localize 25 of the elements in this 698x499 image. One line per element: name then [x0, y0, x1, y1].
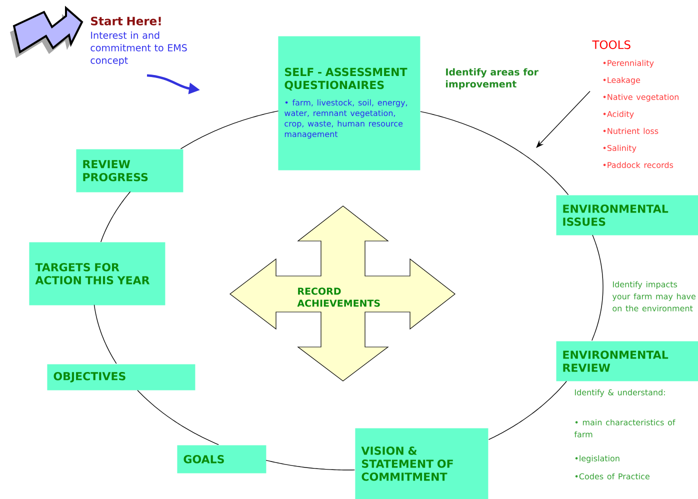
arrow: [536, 90, 590, 148]
connector-line: [266, 460, 356, 470]
connector-line: [488, 380, 567, 440]
process-box: GOALS: [177, 445, 266, 474]
process-box: ENVIRONMENTAL REVIEW: [556, 341, 698, 382]
annotation-text: Identify areas for improvement: [446, 68, 538, 90]
annotation-text: Identify impacts your farm may have on the environment: [612, 281, 696, 312]
start-text: Start Here! Interest in and commitment to EMS concept: [90, 16, 187, 66]
process-box: ENVIRONMENTAL ISSUES: [556, 195, 698, 236]
process-box: REVIEW PROGRESS: [76, 149, 184, 192]
annotation-text: •legislation: [575, 455, 620, 463]
annotation-text: •Codes of Practice: [575, 473, 650, 480]
connector-line: [137, 390, 219, 446]
connector-line: [94, 304, 117, 364]
process-box: SELF - ASSESSMENT QUESTIONAIRES • farm, livestock, soil, energy, water, remnant vegetation, crop, waste, human resource management: [278, 36, 420, 170]
connector-line: [420, 111, 569, 196]
tools-list: TOOLS •Perenniality •Leakage •Native vegetation •Acidity •Nutrient loss •Salinity •Paddock records: [592, 40, 678, 168]
process-box: OBJECTIVES: [47, 364, 196, 390]
connector-line: [592, 234, 604, 341]
process-box: TARGETS FOR ACTION THIS YEAR: [29, 242, 166, 306]
annotation-text: • main characteristics of farm: [574, 419, 676, 438]
connector-line: [100, 192, 130, 242]
process-box: VISION & STATEMENT OF COMMITMENT: [355, 428, 488, 499]
connector-line: [180, 110, 278, 150]
annotation-text: Identify & understand:: [575, 389, 665, 397]
